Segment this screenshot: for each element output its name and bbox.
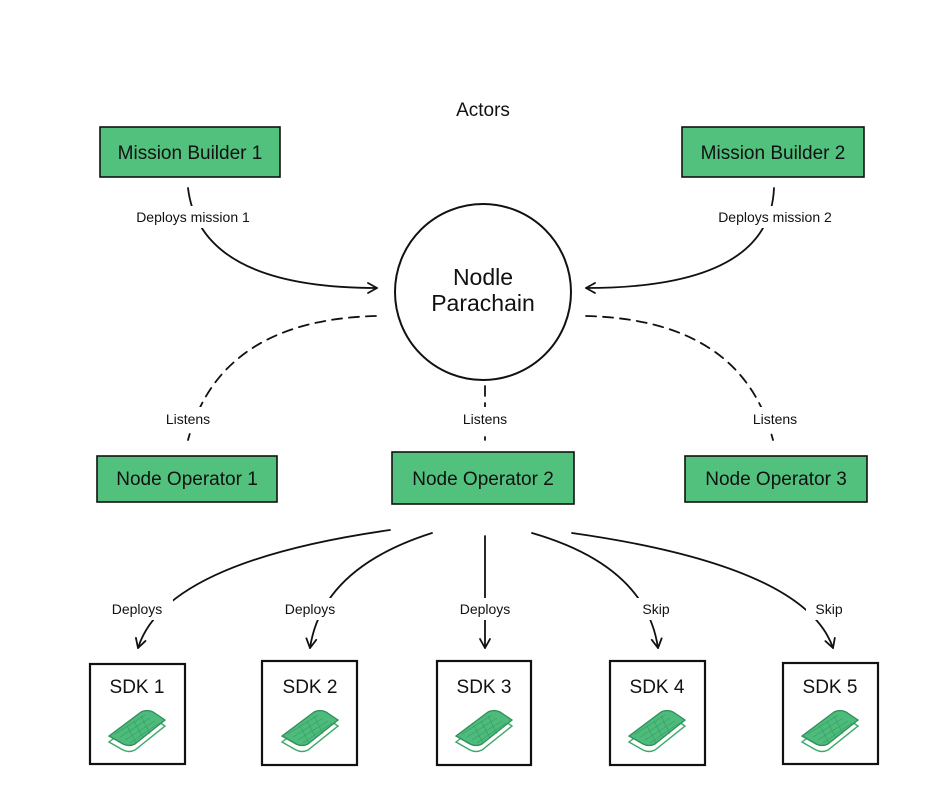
- sdk-4-label: SDK 4: [630, 677, 685, 698]
- sdk-1-label: SDK 1: [110, 677, 165, 698]
- edge-label-sdk5: Skip: [815, 601, 842, 617]
- edge-label-sdk4: Skip: [642, 601, 669, 617]
- edge-label-mb2: Deploys mission 2: [718, 209, 832, 225]
- nodle-parachain-node: [394, 203, 572, 381]
- node-operator-1-label: Node Operator 1: [116, 469, 258, 490]
- edge-no2-to-sdk2: [305, 532, 433, 649]
- edge-mb2-to-hub: [585, 187, 775, 294]
- node-operator-2-label: Node Operator 2: [412, 469, 554, 490]
- sdk-3-label: SDK 3: [457, 677, 512, 698]
- edge-mb1-to-hub: [187, 187, 378, 294]
- edge-label-mb1: Deploys mission 1: [136, 209, 250, 225]
- edge-label-sdk3: Deploys: [460, 601, 511, 617]
- sdk-5-label: SDK 5: [803, 677, 858, 698]
- node-operator-3-node: [684, 455, 868, 503]
- mission-builder-1-node: [99, 126, 281, 178]
- sdk-2-label: SDK 2: [283, 677, 338, 698]
- node-operator-2-node: [391, 451, 575, 505]
- edge-label-sdk1: Deploys: [112, 601, 163, 617]
- edge-label-no2: Listens: [463, 411, 507, 427]
- mission-builder-1-label: Mission Builder 1: [118, 143, 263, 164]
- node-operator-3-label: Node Operator 3: [705, 469, 847, 490]
- hub-label-line2: Parachain: [431, 290, 535, 316]
- edge-label-sdk2: Deploys: [285, 601, 336, 617]
- mission-builder-2-node: [681, 126, 865, 178]
- edge-no2-to-sdk4: [531, 532, 663, 649]
- node-operator-1-node: [96, 455, 278, 503]
- mission-builder-2-label: Mission Builder 2: [701, 143, 846, 164]
- hub-label-line1: Nodle: [453, 264, 513, 290]
- diagram-title: Actors: [456, 100, 510, 121]
- edge-label-no3: Listens: [753, 411, 797, 427]
- sdk-5-node: [781, 661, 880, 766]
- edge-no2-to-sdk1: [135, 529, 391, 649]
- edge-label-no1: Listens: [166, 411, 210, 427]
- edge-no2-to-sdk5: [571, 532, 836, 649]
